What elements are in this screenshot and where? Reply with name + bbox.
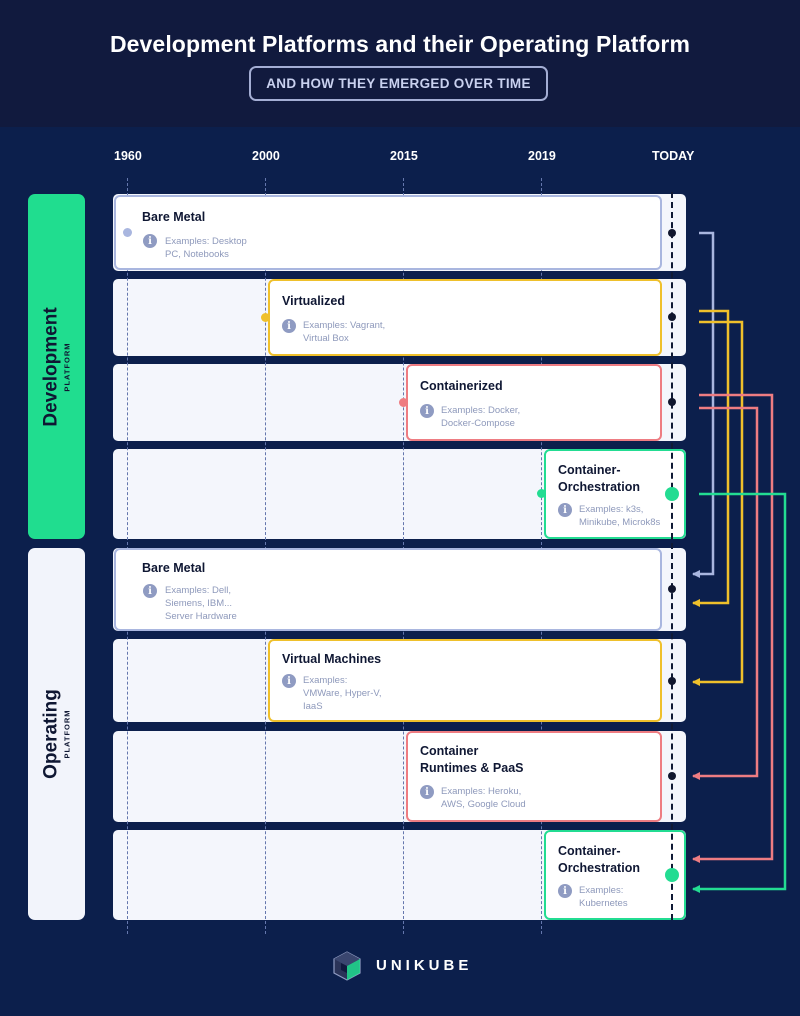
card-title: Containerized [420,379,503,393]
end-dot [668,398,676,406]
card-ops-bare-metal: Bare Metal i Examples: Dell, Siemens, IB… [114,548,662,631]
header [0,0,800,127]
card-title: Bare Metal [142,561,206,575]
card-examples: Examples: VMWare, Hyper-V, IaaS [303,675,382,712]
card-title: Virtualized [282,294,345,308]
end-dot [668,677,676,685]
connector-virtualized-vms [692,320,744,686]
development-group: Development PLATFORM [28,194,85,539]
info-icon: i [558,503,572,517]
card-dev-bare-metal: Bare Metal i Examples: Desktop PC, Noteb… [114,195,662,270]
card-ops-orchestration: Container- Orchestration i Examples: Kub… [544,830,686,920]
operating-group: Operating PLATFORM [28,548,85,920]
start-dot-orchestration [537,489,546,498]
year-label-2000: 2000 [252,149,280,163]
info-icon: i [282,674,296,688]
connector-virtualized-bare-metal [692,309,730,607]
card-ops-container-runtimes: Container Runtimes & PaaS i Examples: He… [406,731,662,822]
year-label-1960: 1960 [114,149,142,163]
card-title: Virtual Machines [282,652,382,666]
development-group-sublabel: PLATFORM [62,341,71,392]
page-subtitle: AND HOW THEY EMERGED OVER TIME [249,66,548,101]
info-icon: i [558,884,572,898]
unikube-logo-text: UNIKUBE [376,957,473,974]
start-dot-bare-metal [123,228,132,237]
card-dev-containerized: Containerized i Examples: Docker, Docker… [406,364,662,441]
card-title: Container- Orchestration [558,844,640,875]
card-dev-orchestration: Container- Orchestration i Examples: k3s… [544,449,686,539]
end-dot-orchestration [665,487,679,501]
year-label-2019: 2019 [528,149,556,163]
operating-group-label: Operating [40,689,61,779]
card-examples: Examples: Kubernetes [579,885,628,909]
connector-bare-metal [692,231,715,578]
card-examples: Examples: Docker, Docker-Compose [441,405,521,429]
card-examples: Examples: Vagrant, Virtual Box [303,320,386,344]
year-label-today: TODAY [652,149,695,163]
today-line [671,192,673,920]
card-ops-virtual-machines: Virtual Machines i Examples: VMWare, Hyp… [268,639,662,722]
end-dot-orchestration [665,868,679,882]
connector-containerized-runtimes [692,406,759,780]
end-dot [668,772,676,780]
info-icon: i [420,404,434,418]
info-icon: i [282,319,296,333]
card-examples: Examples: Dell, Siemens, IBM... Server H… [165,585,237,622]
development-group-label: Development [40,306,61,427]
card-title: Container Runtimes & PaaS [420,744,524,775]
unikube-logo-icon [333,951,361,981]
card-examples: Examples: k3s, Minikube, Microk8s [579,504,661,528]
card-title: Bare Metal [142,210,206,224]
info-icon: i [143,584,157,598]
end-dot [668,585,676,593]
operating-group-sublabel: PLATFORM [62,709,71,759]
connector-containerized-orchestration [692,393,774,863]
info-icon: i [420,785,434,799]
start-dot-containerized [399,398,408,407]
card-examples: Examples: Desktop PC, Notebooks [165,236,247,260]
start-dot-virtualized [261,313,270,322]
end-dot [668,313,676,321]
card-examples: Examples: Heroku, AWS, Google Cloud [441,786,526,810]
card-dev-virtualized: Virtualized i Examples: Vagrant, Virtual… [268,279,662,356]
info-icon: i [143,234,157,248]
connector-orchestration [692,492,787,893]
page-title: Development Platforms and their Operatin… [109,31,691,57]
card-title: Container- Orchestration [558,463,640,494]
year-label-2015: 2015 [390,149,418,163]
end-dot [668,229,676,237]
